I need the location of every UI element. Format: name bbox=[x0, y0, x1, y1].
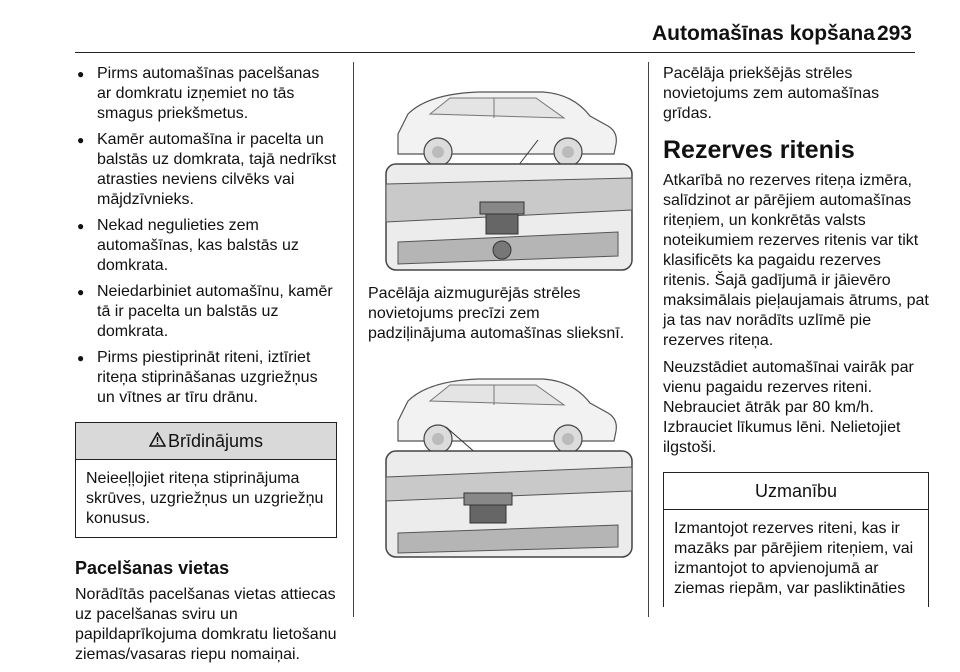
lifting-points-heading: Pacelšanas vietas bbox=[75, 558, 230, 578]
car-rear-lift-point-illustration bbox=[368, 64, 636, 276]
bullet-item: Pirms automašīnas pacelšanas ar domkratu… bbox=[75, 64, 337, 124]
figure-caption-front: Pacēlāja priekšējās strēles novietojums … bbox=[663, 65, 880, 122]
header-rule bbox=[75, 52, 915, 53]
warning-text: Neieeļļojiet riteņa stiprinājuma skrūves… bbox=[86, 470, 324, 527]
car-front-lift-point-illustration bbox=[368, 351, 636, 563]
bullet-item: Pirms piestiprināt riteni, iztīriet rite… bbox=[75, 348, 337, 408]
spare-wheel-paragraph-2: Neuzstādiet automašīnai vairāk par vienu… bbox=[663, 359, 914, 456]
bullet-item: Neiedarbiniet automašīnu, kamēr tā ir pa… bbox=[75, 282, 337, 342]
column-divider-1 bbox=[353, 62, 354, 617]
caution-box: Uzmanību Izmantojot rezerves riteni, kas… bbox=[663, 472, 929, 607]
warning-header: Brīdinājums bbox=[76, 423, 336, 460]
bullet-item: Nekad negulieties zem automašīnas, kas b… bbox=[75, 216, 337, 276]
column-3: Pacēlāja priekšējās strēles novietojums … bbox=[663, 64, 929, 607]
caution-text: Izmantojot rezerves riteni, kas ir mazāk… bbox=[674, 520, 914, 597]
warning-box: Brīdinājums Neieeļļojiet riteņa stiprinā… bbox=[75, 422, 337, 538]
lifting-points-paragraph: Norādītās pacelšanas vietas attiecas uz … bbox=[75, 586, 337, 663]
bullet-item: Kamēr automašīna ir pacelta un balstās u… bbox=[75, 130, 337, 210]
spare-wheel-paragraph-1: Atkarībā no rezerves riteņa izmēra, salī… bbox=[663, 172, 929, 349]
column-divider-2 bbox=[648, 62, 649, 617]
column-1: Pirms automašīnas pacelšanas ar domkratu… bbox=[75, 64, 337, 672]
page-number: 293 bbox=[876, 22, 912, 45]
warning-title: Brīdinājums bbox=[167, 431, 264, 451]
safety-bullet-list: Pirms automašīnas pacelšanas ar domkratu… bbox=[75, 64, 337, 408]
caution-title: Uzmanību bbox=[664, 473, 928, 510]
warning-triangle-icon bbox=[148, 424, 167, 460]
column-2: Pacēlāja aizmugurējās strēles novietojum… bbox=[368, 64, 636, 571]
chapter-title: Automašīnas kopšana bbox=[652, 22, 875, 45]
figure-caption-rear: Pacēlāja aizmugurējās strēles novietojum… bbox=[368, 285, 625, 342]
section-title: Rezerves ritenis bbox=[663, 136, 855, 164]
